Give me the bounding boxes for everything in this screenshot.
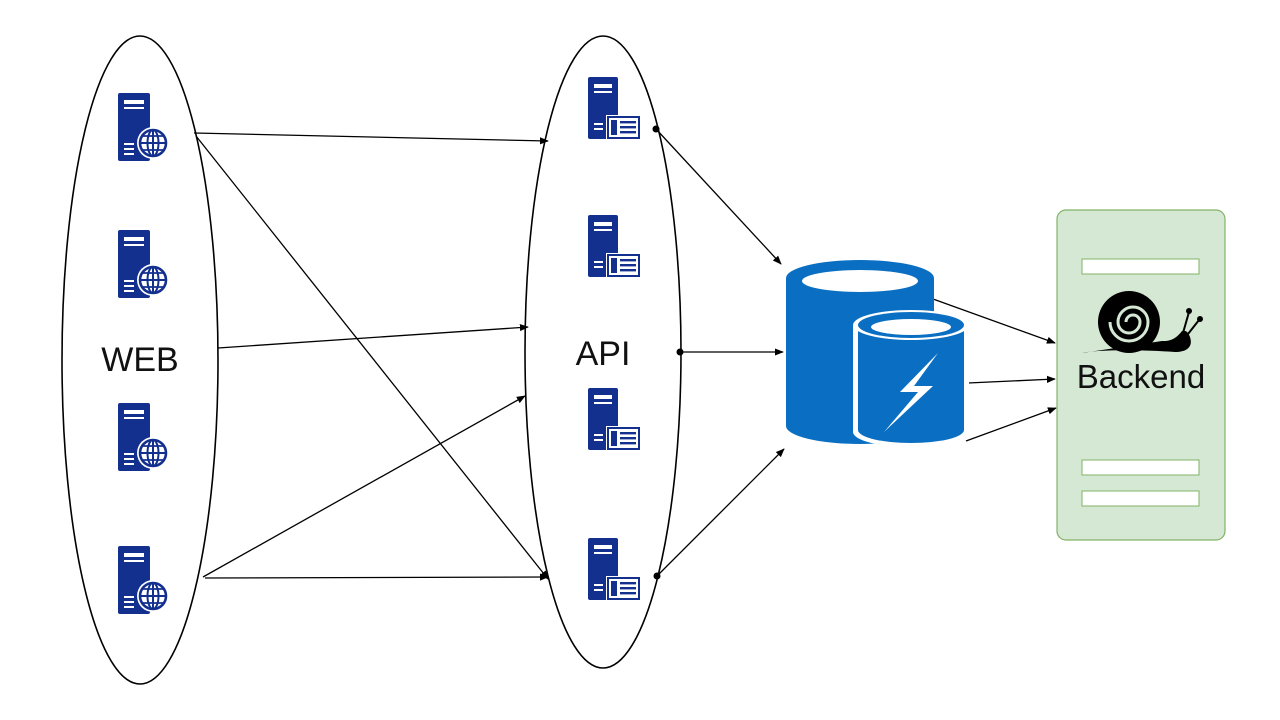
edge-web2-api1 [217, 323, 529, 349]
edge-db-backend-mid [967, 375, 1056, 384]
api-to-db-edges [652, 125, 785, 580]
edge-db-backend-bottom [965, 407, 1057, 442]
edge-web1-api4 [195, 135, 549, 580]
backend-line [1081, 258, 1200, 275]
edge-web4-api3 [202, 395, 526, 578]
edge-api4-db [656, 448, 785, 577]
backend-box: Backend [1056, 209, 1226, 541]
db-to-backend-edges [932, 298, 1057, 442]
backend-label: Backend [1077, 358, 1205, 395]
edge-db-backend-top [932, 298, 1056, 344]
snail-icon [1082, 291, 1203, 353]
web-group-ellipse [61, 35, 219, 685]
edge-web4-api4 [204, 573, 549, 581]
web-to-api-edges [193, 132, 549, 581]
edge-web1-api1 [193, 132, 549, 145]
database-cache-icon [786, 260, 969, 447]
backend-line [1081, 459, 1200, 476]
web-group-label: WEB [101, 341, 178, 379]
edge-api1-db [655, 128, 782, 265]
backend-line [1081, 490, 1200, 507]
api-group-label: API [576, 335, 631, 373]
